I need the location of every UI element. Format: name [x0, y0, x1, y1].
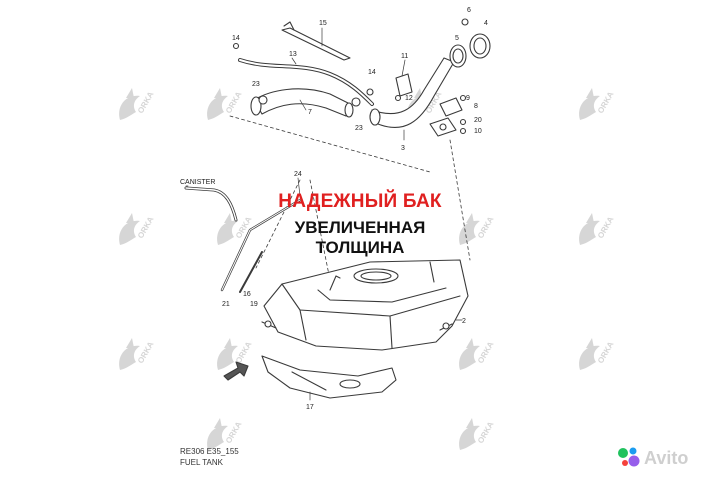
part-label-group: 15 6 4 5 14 13 11 23 14 12 98 7 23 20 10 3 24 21 16 19 2 17: [222, 7, 488, 411]
strap-clip: [283, 21, 295, 31]
orca-logo-icon: ORKA: [207, 88, 244, 120]
part-number-label: 6: [467, 7, 471, 14]
part-number-label: 15: [319, 20, 327, 27]
front-arrow: [223, 361, 249, 381]
watermark-text: ORKA: [476, 340, 496, 365]
avito-logo: Avito: [618, 447, 688, 468]
skid-plate: [261, 355, 397, 399]
part-number-label: 7: [308, 109, 312, 116]
watermark-text: ORKA: [596, 340, 616, 365]
diagram-code: RE306 E35_155: [180, 447, 239, 456]
watermark-text: ORKA: [596, 215, 616, 240]
part-number-label: 17: [306, 404, 314, 411]
watermark-text: ORKA: [224, 90, 244, 115]
watermark-text: ORKA: [136, 340, 156, 365]
part-number-label: 2: [462, 318, 466, 325]
fuel-pump-opening: [353, 268, 399, 284]
part-number-label: 13: [289, 51, 297, 58]
filler-cap: [469, 33, 491, 59]
promo-headline: НАДЕЖНЫЙ БАК: [278, 191, 442, 212]
part-number-label: 23: [355, 125, 363, 132]
avito-dots-icon: [618, 447, 640, 467]
part-number-label: 4: [484, 20, 488, 27]
orca-logo-icon: ORKA: [459, 418, 496, 450]
strap-part: [281, 27, 351, 61]
orca-logo-icon: ORKA: [119, 88, 156, 120]
bracket-part: [395, 73, 413, 97]
part-number-label: 12: [405, 95, 413, 102]
filler-hose: [253, 88, 351, 117]
mount-plate: [439, 97, 463, 117]
orca-logo-icon: ORKA: [119, 338, 156, 370]
orca-logo-icon: ORKA: [217, 338, 254, 370]
part-number-label: 8: [474, 103, 478, 110]
part-number-label: 14: [232, 35, 240, 42]
part-number-label: 14: [368, 69, 376, 76]
part-number-label: 23: [252, 81, 260, 88]
part-number-label: 9: [466, 95, 470, 102]
promo-subtitle-line2: ТОЛЩИНА: [315, 238, 405, 257]
filler-neck: [371, 57, 455, 129]
promo-subtitle-line1: УВЕЛИЧЕННАЯ: [294, 218, 426, 237]
orca-logo-icon: ORKA: [579, 88, 616, 120]
orca-logo-icon: ORKA: [579, 338, 616, 370]
part-number-label: 19: [250, 301, 258, 308]
part-number-label: 16: [243, 291, 251, 298]
gasket-part: [429, 117, 457, 137]
diagram-title: FUEL TANK: [180, 458, 223, 467]
part-number-label: 10: [474, 128, 482, 135]
part-number-label: 5: [455, 35, 459, 42]
watermark-text: ORKA: [224, 420, 244, 445]
canister-label: CANISTER: [180, 179, 215, 186]
watermark-text: ORKA: [234, 340, 254, 365]
orca-logo-icon: ORKA: [207, 418, 244, 450]
part-number-label: 11: [401, 53, 408, 60]
orca-logo-icon: ORKA: [459, 338, 496, 370]
part-number-label: 3: [401, 145, 405, 152]
filler-ring: [449, 44, 467, 68]
watermark-text: ORKA: [136, 90, 156, 115]
watermark-text: ORKA: [136, 215, 156, 240]
part-number-label: 24: [294, 171, 302, 178]
watermark-text: ORKA: [596, 90, 616, 115]
canister-hose: [184, 186, 238, 222]
part-number-label: 21: [222, 301, 230, 308]
watermark-text: ORKA: [476, 420, 496, 445]
fuel-tank-body: [263, 259, 469, 351]
avito-logo-text: Avito: [644, 448, 688, 468]
orca-logo-icon: ORKA: [579, 213, 616, 245]
part-number-label: 20: [474, 117, 482, 124]
orca-logo-icon: ORKA: [119, 213, 156, 245]
